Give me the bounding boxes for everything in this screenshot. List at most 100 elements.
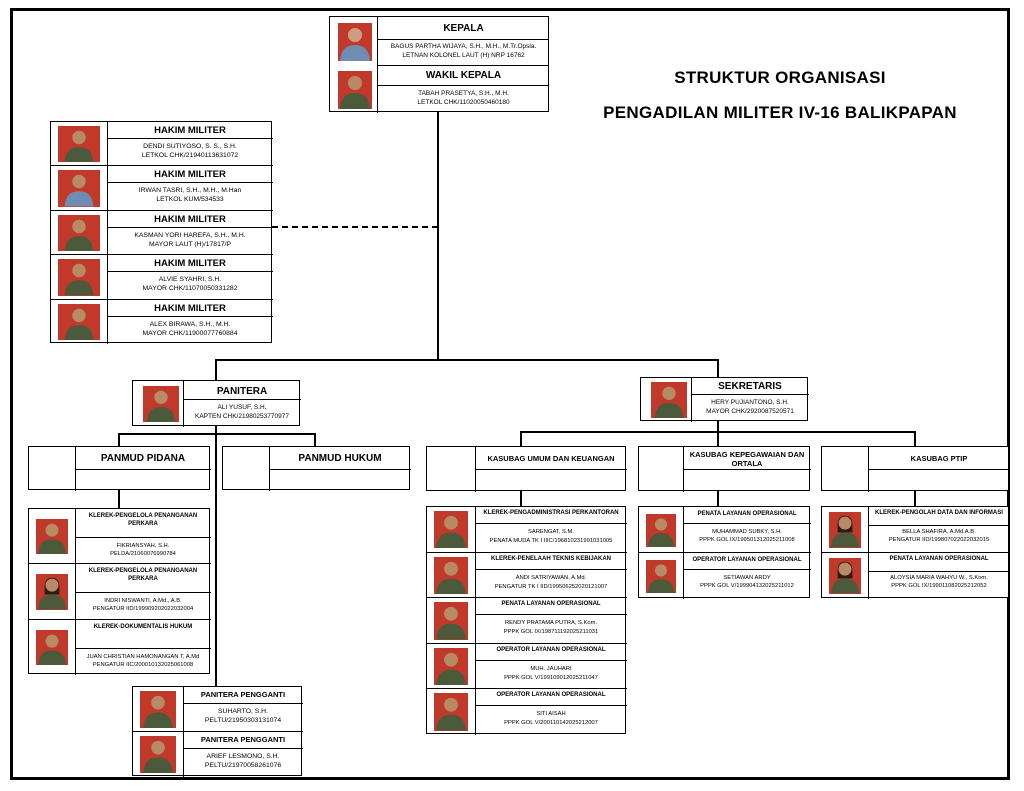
- person-row: PENATA LAYANAN OPERASIONAL MUHAMMAD SUBKY…: [639, 507, 811, 553]
- avatar: [36, 574, 68, 610]
- wakil-role: WAKIL KEPALA: [425, 70, 502, 81]
- avatar: [58, 214, 100, 252]
- connector: [437, 112, 439, 360]
- person-rank: PPPK GOL IX/198711192025211031: [503, 629, 599, 636]
- connector: [914, 431, 916, 446]
- avatar: [434, 556, 468, 595]
- person-name: SARENGAT, S.M.: [528, 529, 574, 535]
- person-name: ARIEF LESMONO, S.H.: [206, 753, 280, 760]
- role-label: KLEREK-PENGELOLA PENANGANAN PERKARA: [88, 513, 198, 527]
- role-label: OPERATOR LAYANAN OPERASIONAL: [496, 692, 606, 699]
- person-name: ANDI SATRIYAWAN, A.Md.: [515, 574, 587, 581]
- role-label: KLEREK-DOKUMENTALIS HUKUM: [93, 623, 193, 630]
- role-label: OPERATOR LAYANAN OPERASIONAL: [692, 557, 802, 563]
- role-label: PENATA LAYANAN OPERASIONAL: [697, 511, 797, 517]
- person-rank: LETKOL KUM/534533: [156, 196, 224, 204]
- kepala-rank: LETNAN KOLONEL LAUT (H) NRP 16762: [402, 52, 525, 59]
- sekretaris-role: SEKRETARIS: [718, 381, 782, 392]
- person-row: KLEREK-DOKUMENTALIS HUKUM JUAN CHRISTIAN …: [29, 620, 211, 675]
- person-row: HAKIM MILITER ALVIE SYAHRI, S.H.MAYOR CHK…: [51, 255, 273, 300]
- person-rank: PPPK GOL IX/199011082025212052: [891, 583, 987, 589]
- wakil-name: TABAH PRASETYA, S.H., M.H.: [418, 90, 509, 97]
- person-rank: PELTU/21950303131074: [204, 717, 282, 724]
- person-name: ALVIE SYAHRI, S.H.: [158, 276, 222, 284]
- person-rank: PENATA MUDA TK I IIIC/196810231991031005: [489, 538, 613, 544]
- page-subtitle: PENGADILAN MILITER IV-16 BALIKPAPAN: [603, 103, 957, 122]
- panitera-rank: KAPTEN CHK/21980253770977: [195, 413, 289, 420]
- person-rank: PPPK GOL IX/199501312025211008: [699, 537, 795, 543]
- avatar: [829, 558, 861, 594]
- person-name: ALOYSIA MARIA WAHYU W., S.Kom.: [890, 575, 988, 581]
- person-name: MUHAMMAD SUBKY, S.H.: [712, 529, 782, 535]
- person-name: MUH. JAUHARI: [530, 665, 572, 672]
- panmud-hukum-box: PANMUD HUKUM: [222, 446, 411, 491]
- role-label: HAKIM MILITER: [154, 302, 226, 314]
- avatar: [140, 736, 176, 773]
- kepala-role: KEPALA: [443, 23, 484, 34]
- avatar: [58, 126, 100, 163]
- connector: [314, 433, 316, 447]
- person-rank: PPPK GOL V/200110142025212007: [504, 720, 598, 727]
- connector: [215, 359, 719, 361]
- wakil-rank: LETKOL CHK/11020050460180: [417, 99, 510, 106]
- connector: [717, 431, 719, 446]
- person-rank: MAYOR CHK/11070050331282: [142, 285, 238, 293]
- avatar: [434, 647, 468, 686]
- person-row: OPERATOR LAYANAN OPERASIONAL SITI AISAH PP…: [427, 689, 627, 735]
- avatar: [36, 519, 68, 555]
- person-name: SITI AISAH: [536, 711, 566, 718]
- person-row: OPERATOR LAYANAN OPERASIONAL MUH. JAUHARI…: [427, 644, 627, 690]
- role-label: KLEREK-PENELAAH TEKNIS KEBIJAKAN: [490, 555, 611, 562]
- panmud-pidana-role: PANMUD PIDANA: [100, 453, 186, 464]
- avatar: [338, 71, 372, 109]
- avatar: [646, 559, 676, 593]
- connector-dashed: [272, 226, 438, 228]
- panmud-pidana-box: PANMUD PIDANA: [28, 446, 211, 491]
- connector: [118, 433, 316, 435]
- person-name: BELLA SHAFIRA, A.Md.A.B.: [902, 529, 976, 535]
- role-label: OPERATOR LAYANAN OPERASIONAL: [496, 646, 606, 653]
- connector: [717, 491, 719, 506]
- role-label: HAKIM MILITER: [154, 213, 226, 225]
- avatar: [58, 303, 100, 340]
- avatar: [434, 693, 468, 731]
- role-label: PENATA LAYANAN OPERASIONAL: [501, 601, 601, 608]
- avatar: [829, 512, 861, 548]
- panmud-hukum-role: PANMUD HUKUM: [298, 453, 382, 464]
- person-rank: PENGATUR TK I IID/199506252020121007: [494, 583, 608, 590]
- role-label: HAKIM MILITER: [154, 258, 226, 270]
- person-name: RENDY PRATAMA PUTRA, S.Kom.: [504, 620, 598, 627]
- page-title: STRUKTUR ORGANISASI: [674, 68, 886, 87]
- person-row: KLEREK-PENELAAH TEKNIS KEBIJAKAN ANDI SAT…: [427, 553, 627, 599]
- kasubag-kepeg-role: KASUBAG KEPEGAWAIAN DAN ORTALA: [689, 450, 805, 468]
- person-name: JUAN CHRISTIAN HAMONANGAN T, A.Md: [86, 653, 200, 660]
- connector: [520, 431, 522, 446]
- kasubag-ptip-box: KASUBAG PTIP: [821, 446, 1010, 492]
- kepala-name: BAGUS PARTHA WIJAYA, S.H., M.H., M.Tr.Op…: [390, 43, 537, 50]
- role-label: PANITERA PENGGANTI: [200, 690, 286, 699]
- avatar: [338, 23, 372, 61]
- connector: [717, 359, 719, 377]
- page-frame: [10, 8, 1010, 780]
- connector: [118, 433, 120, 447]
- kasubag-ptip-role: KASUBAG PTIP: [910, 454, 968, 463]
- role-label: HAKIM MILITER: [154, 169, 226, 181]
- avatar: [36, 629, 68, 665]
- avatar: [140, 691, 176, 728]
- kepeg-staff-group: PENATA LAYANAN OPERASIONAL MUHAMMAD SUBKY…: [638, 506, 811, 599]
- connector: [520, 491, 522, 506]
- person-rank: PENGATUR IIC/200010132025061008: [92, 661, 194, 668]
- avatar: [58, 259, 100, 296]
